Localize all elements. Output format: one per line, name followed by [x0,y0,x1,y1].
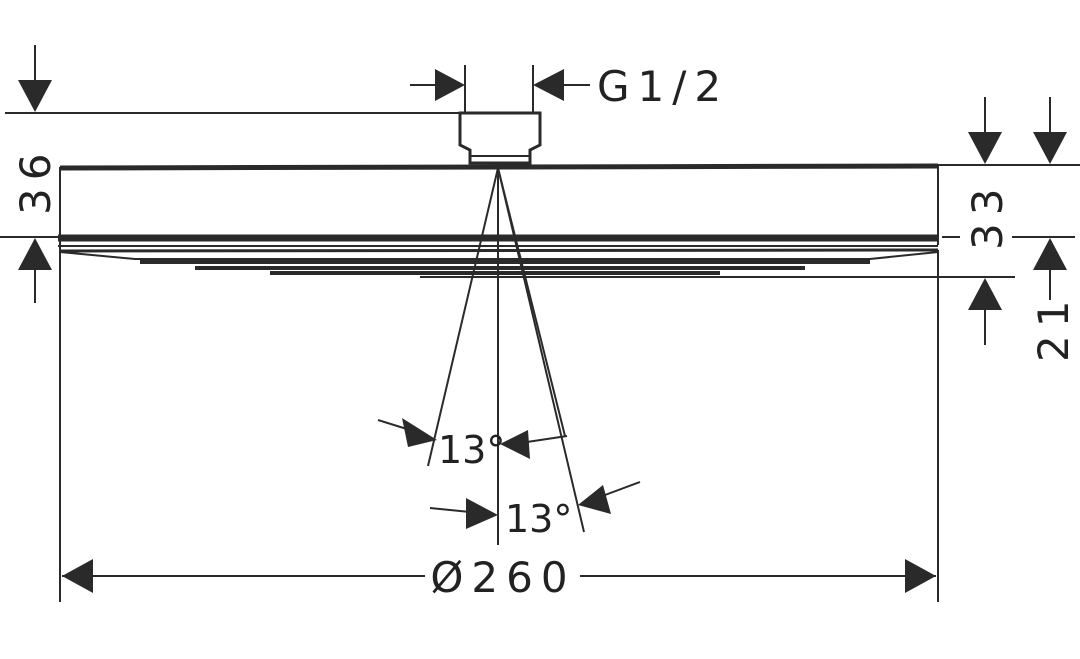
height-36-label: 36 [11,146,60,215]
top-reference [5,45,462,114]
angle-2-dimension: 13° [429,481,641,541]
diameter-dimension: Ø260 [59,250,939,602]
diameter-label: Ø260 [430,553,575,602]
height-33-label: 33 [963,181,1012,250]
height-21-dimension: 21 [968,238,1078,362]
height-36-dimension: 36 [0,146,60,303]
angle-1-label: 13° [438,428,505,472]
thread-dimension: G1/2 [410,62,729,113]
connector-nut [458,111,542,165]
angle-2-label: 13° [505,497,572,541]
height-33-dimension: 33 [938,97,1080,250]
shower-head-body [58,163,1015,278]
thread-label: G1/2 [597,62,729,111]
spray-angle-lines [427,167,585,545]
height-21-label: 21 [1029,293,1078,362]
angle-1-dimension: 13° [377,418,530,472]
